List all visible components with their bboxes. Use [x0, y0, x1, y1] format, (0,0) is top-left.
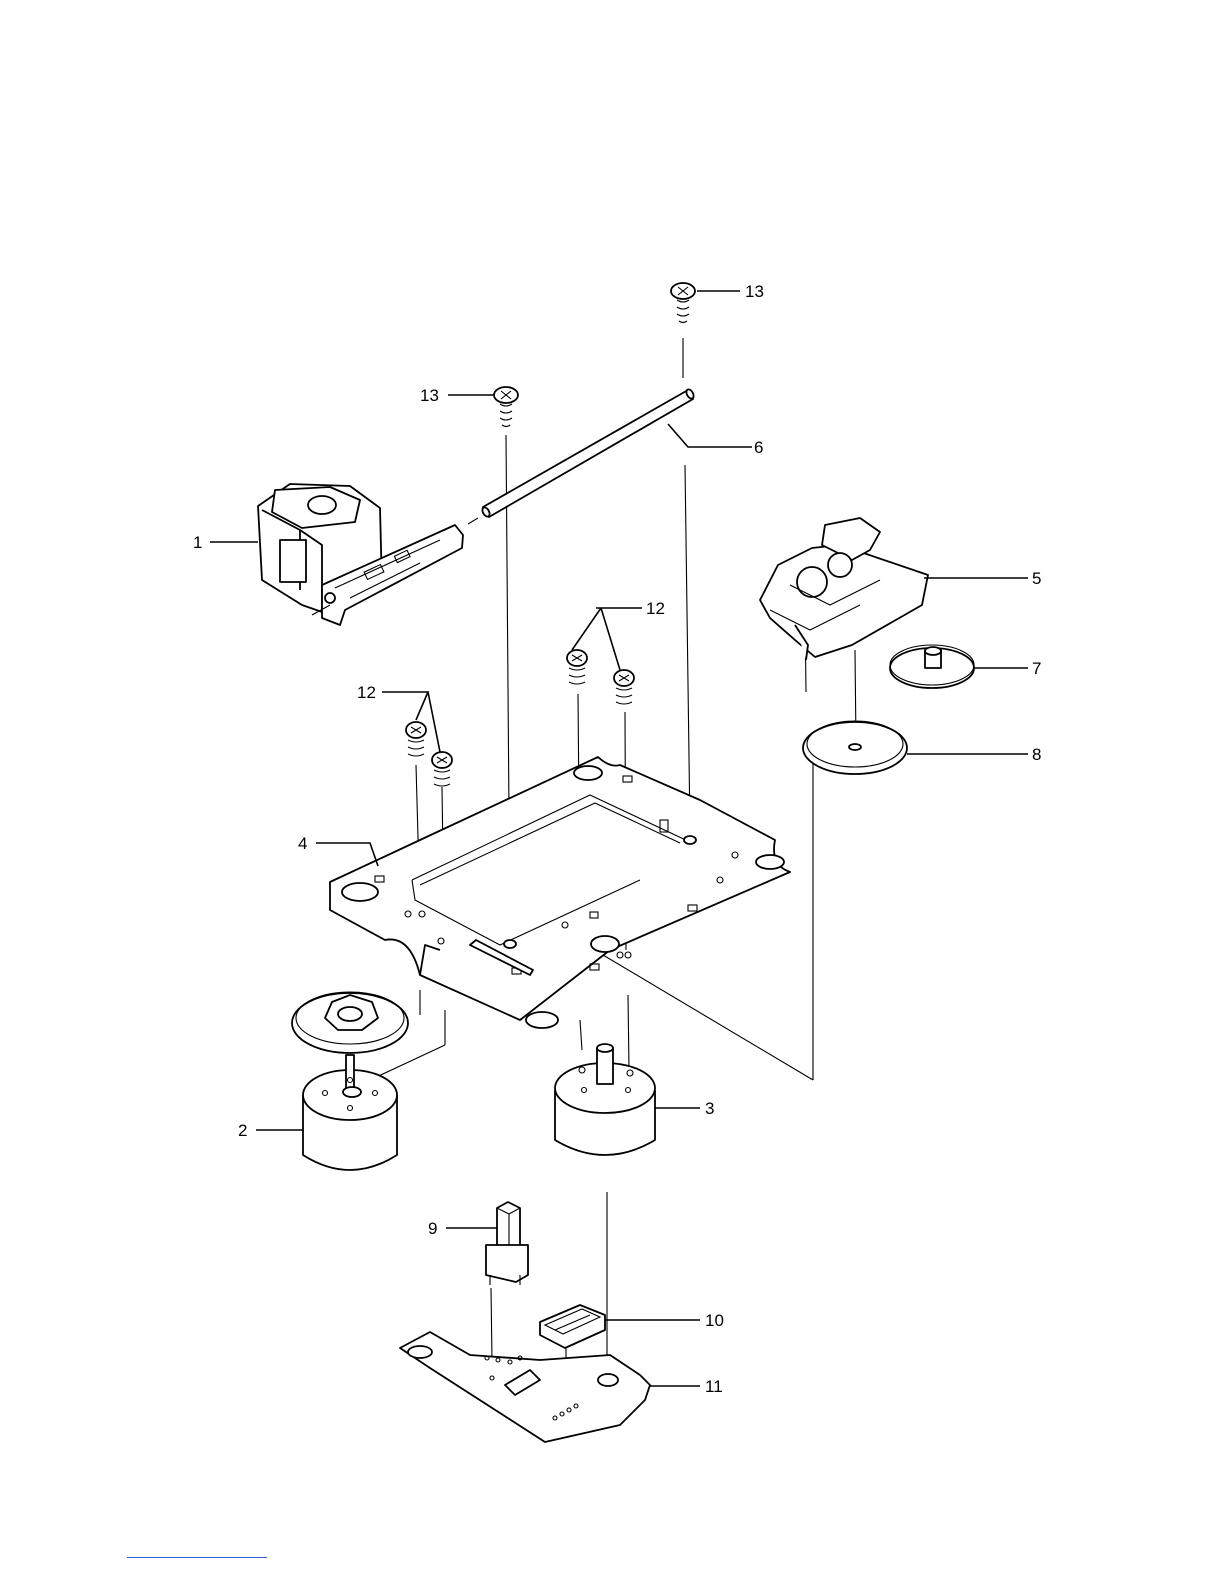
screw-12-a	[406, 722, 426, 756]
callout-9: 9	[428, 1219, 437, 1238]
screw-12-d	[614, 670, 634, 704]
pinion-gear-7	[890, 645, 974, 688]
optical-pickup-1	[258, 484, 463, 625]
callout-6: 6	[754, 438, 763, 457]
guide-shaft-6	[468, 388, 695, 524]
callout-12-center: 12	[646, 599, 665, 618]
callout-4: 4	[298, 834, 307, 853]
callout-8: 8	[1032, 745, 1041, 764]
callout-2: 2	[238, 1121, 247, 1140]
pcb-11	[400, 1332, 650, 1442]
screw-12-b	[432, 752, 452, 786]
callout-5: 5	[1032, 569, 1041, 588]
screw-13-right	[671, 283, 695, 323]
callout-3: 3	[705, 1099, 714, 1118]
sled-motor-3	[555, 1044, 655, 1155]
spindle-motor-2	[292, 992, 408, 1170]
connector-10	[540, 1305, 605, 1348]
switch-9	[486, 1202, 528, 1285]
callout-11: 11	[705, 1377, 723, 1396]
callout-7: 7	[1032, 659, 1041, 678]
callout-1: 1	[193, 533, 202, 552]
gear-bracket-5	[760, 518, 928, 660]
footer-rule	[127, 1557, 267, 1558]
drive-gear-8	[803, 721, 907, 774]
callout-12-left: 12	[357, 683, 376, 702]
screw-13-left	[494, 387, 518, 427]
callout-13-right: 13	[745, 282, 764, 301]
chassis-4	[330, 757, 790, 1028]
callout-13-left: 13	[420, 386, 439, 405]
screw-12-c	[567, 650, 587, 684]
callout-10: 10	[705, 1311, 724, 1330]
